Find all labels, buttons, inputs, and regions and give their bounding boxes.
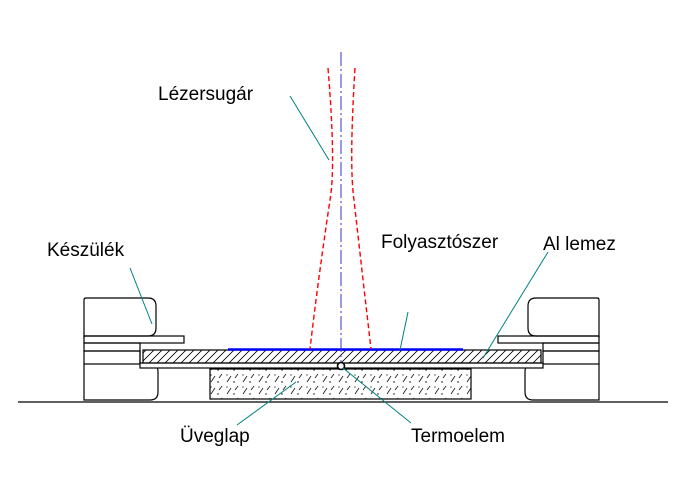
leader-glass-plate: [236, 381, 297, 426]
leader-flux: [399, 311, 409, 351]
left-device-clamp: [83, 297, 185, 401]
leader-lines: [129, 95, 549, 426]
leader-laser-beam: [289, 95, 330, 161]
label-glass-plate: Üveglap: [180, 426, 250, 447]
laser-beam-left: [309, 67, 334, 350]
leader-device: [129, 267, 153, 325]
laser-beam-right: [351, 67, 372, 350]
label-device: Készülék: [47, 240, 125, 261]
leader-al-plate: [482, 251, 549, 359]
al-plate: [142, 349, 542, 364]
label-al-plate: Al lemez: [543, 234, 616, 255]
label-flux: Folyasztószer: [381, 232, 499, 253]
label-thermocouple: Termoelem: [411, 426, 505, 447]
thermocouple-point: [336, 361, 346, 371]
glass-plate: [209, 368, 472, 400]
right-device-clamp: [497, 297, 600, 401]
leader-thermocouple: [342, 367, 412, 424]
label-laser-beam: Lézersugár: [158, 84, 254, 105]
